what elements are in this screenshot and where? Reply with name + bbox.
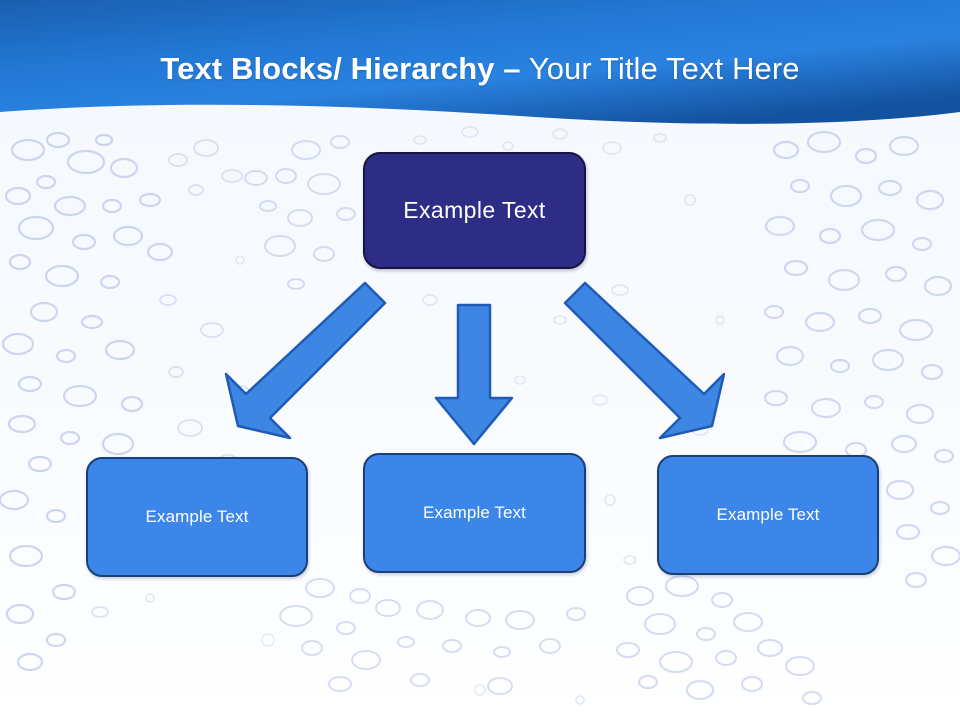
hierarchy-root-node[interactable]: Example Text: [363, 152, 586, 269]
hierarchy-child-node-3[interactable]: Example Text: [657, 455, 879, 575]
header-wave-shape: [0, 0, 960, 124]
page-title: Text Blocks/ Hierarchy – Your Title Text…: [0, 50, 960, 88]
page-title-bold: Text Blocks/ Hierarchy –: [160, 51, 521, 86]
slide-header: Text Blocks/ Hierarchy – Your Title Text…: [0, 0, 960, 140]
page-title-regular: Your Title Text Here: [520, 51, 800, 86]
hierarchy-child-label-2: Example Text: [423, 503, 526, 522]
hierarchy-child-label-1: Example Text: [145, 507, 249, 526]
hierarchy-child-node-1[interactable]: Example Text: [86, 457, 308, 577]
hierarchy-child-label-3: Example Text: [716, 505, 820, 524]
hierarchy-child-node-2[interactable]: Example Text: [363, 453, 586, 573]
hierarchy-root-label: Example Text: [403, 197, 546, 223]
